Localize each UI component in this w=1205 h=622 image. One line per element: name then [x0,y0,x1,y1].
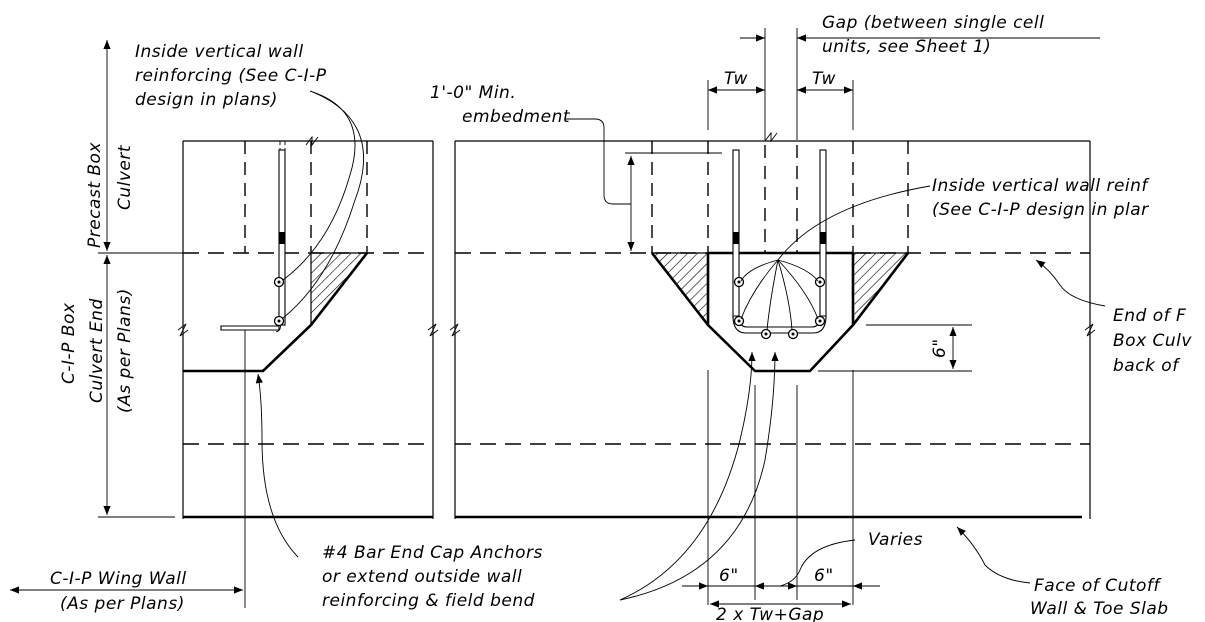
embedment-label: 1'-0" Min. [430,83,516,103]
bar-anchor-label-3: reinforcing & field bend [322,591,535,611]
inside-wall-left-label-2: reinforcing (See C-I-P [135,66,327,86]
leaders [255,90,1106,601]
six-inch-label-a: 6" [719,566,739,586]
embedment-label-2: embedment [462,107,571,127]
dimensions [10,28,1100,608]
left-wall-detail [183,141,369,373]
face-of-cutoff-label-2: Wall & Toe Slab [1030,599,1169,619]
labels: Gap (between single cell units, see Shee… [50,13,1192,622]
inside-wall-left-label-3: design in plans) [135,90,278,110]
wing-wall-label: C-I-P Wing Wall [50,569,187,589]
cip-label: C-I-P Box [59,302,79,384]
end-of-precast-label: End of F [1113,306,1186,326]
gap-label-line2: units, see Sheet 1) [822,37,991,57]
wing-wall-label-2: (As per Plans) [60,594,185,614]
precast-label-2: Culvert [115,144,135,210]
end-of-precast-label-2: Box Culv [1113,331,1192,351]
tw-left-label: Tw [724,69,748,89]
inside-wall-right-label-2: (See C-I-P design in plar [932,200,1149,220]
gap-label: Gap (between single cell [822,13,1044,33]
varies-label: Varies [868,530,923,550]
precast-label: Precast Box [85,142,105,248]
bar-anchor-label-2: or extend outside wall [322,567,522,587]
six-inch-label-b: 6" [814,566,834,586]
six-inch-vertical-label: 6" [930,338,950,358]
two-tw-gap-label: 2 x Tw+Gap [716,605,824,622]
cip-label-3: (As per Plans) [115,288,135,413]
cip-label-2: Culvert End [87,298,107,403]
tw-right-label: Tw [812,69,836,89]
face-of-cutoff-label: Face of Cutoff [1034,576,1162,596]
inside-wall-right-label: Inside vertical wall reinf [932,176,1150,196]
bar-anchor-label: #4 Bar End Cap Anchors [322,543,543,563]
structure-outline [177,140,1096,519]
end-of-precast-label-3: back of [1113,356,1181,376]
center-joint-detail [650,141,931,373]
inside-wall-left-label: Inside vertical wall [135,42,304,62]
